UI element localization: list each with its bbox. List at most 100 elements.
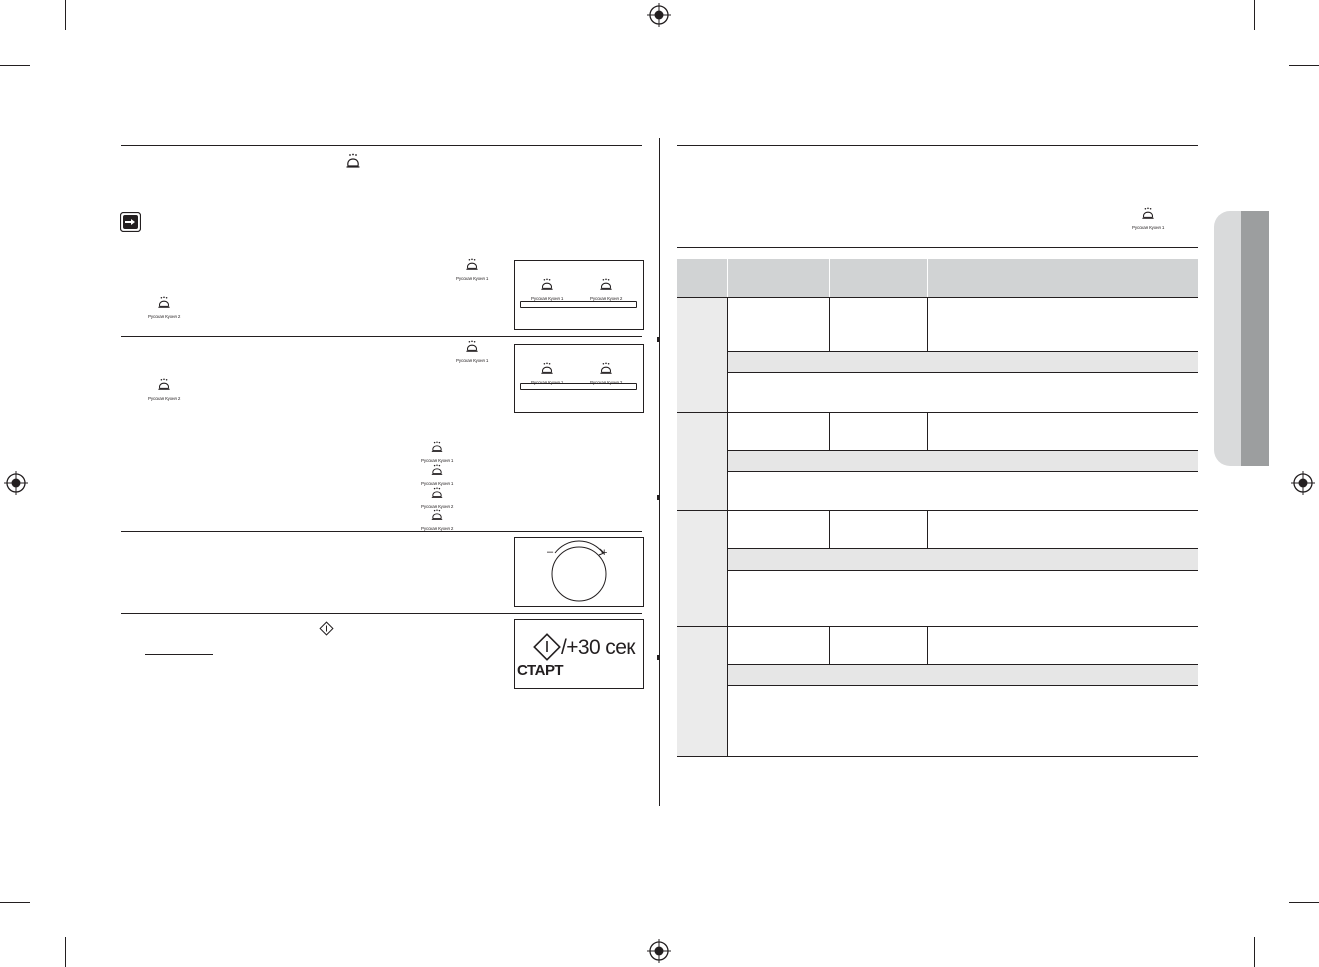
dial-figure: – +	[514, 537, 644, 607]
divider-tick	[657, 495, 660, 500]
panel-label: Русская Кухня 1	[531, 296, 564, 301]
section-rule	[677, 247, 1198, 248]
dish-steam-icon	[431, 509, 443, 520]
underline-rule	[145, 654, 213, 655]
registration-mark-icon	[647, 939, 671, 963]
col-rule	[829, 412, 830, 450]
start-button-figure: /+30 сек СТАРТ	[514, 619, 644, 689]
inline-button-russian-1: Русская Кухня 1	[456, 340, 488, 363]
dish-steam-icon	[466, 258, 478, 270]
crop-mark-bottom-left-h	[0, 902, 30, 903]
dish-steam-icon	[431, 487, 443, 498]
col-rule	[727, 412, 728, 511]
section-rule	[121, 613, 642, 614]
dish-steam-icon	[431, 441, 443, 452]
time-label: /+30 сек	[561, 636, 635, 659]
crop-mark-top-right-v	[1254, 0, 1255, 30]
control-panel-figure-1: Русская Кухня 1 Русская Кухня 2	[514, 260, 644, 330]
section-tab-dark	[1241, 211, 1269, 466]
dish-steam-icon	[466, 340, 478, 352]
section-rule	[121, 336, 642, 337]
panel-button-russian-2: Русская Кухня 2	[590, 362, 622, 385]
inline-button-russian-1: Русская Кухня 1	[1132, 207, 1164, 230]
divider-tick	[657, 655, 660, 660]
col-rule	[829, 626, 830, 664]
section-rule	[677, 145, 1198, 146]
crop-mark-top-left-h	[0, 65, 30, 66]
header-divider	[927, 259, 928, 297]
button-label: Русская Кухня 1	[421, 458, 454, 463]
crop-mark-top-right-h	[1289, 65, 1319, 66]
start-label: СТАРТ	[517, 662, 563, 679]
dial-knob-icon	[551, 540, 607, 602]
header-divider	[829, 259, 830, 297]
table-band-row	[728, 548, 1198, 571]
dish-steam-icon	[1142, 207, 1154, 219]
table-band-row	[728, 351, 1198, 373]
dish-steam-icon	[158, 378, 170, 390]
dish-steam-icon	[346, 153, 360, 168]
button-label: Русская Кухня 2	[421, 526, 454, 531]
inline-button-russian-2: Русская Кухня 2	[148, 296, 180, 319]
header-divider	[727, 259, 728, 297]
panel-display-slot	[520, 383, 637, 390]
panel-button-russian-2: Русская Кухня 2	[590, 278, 622, 301]
inline-button-russian-2: Русская Кухня 2	[421, 508, 453, 531]
dish-steam-icon	[541, 362, 553, 374]
start-diamond-icon	[533, 633, 561, 661]
button-label: Русская Кухня 1	[456, 358, 489, 363]
table-bottom-rule	[677, 756, 1198, 757]
button-label: Русская Кухня 1	[456, 276, 489, 281]
dish-steam-icon	[541, 278, 553, 290]
panel-display-slot	[520, 301, 637, 308]
control-panel-figure-2: Русская Кухня 1 Русская Кухня 2	[514, 344, 644, 413]
panel-label: Русская Кухня 2	[590, 296, 623, 301]
panel-label: Русская Кухня 1	[531, 380, 564, 385]
start-diamond-icon	[319, 621, 334, 636]
crop-mark-bottom-right-h	[1289, 902, 1319, 903]
dial-minus: –	[547, 546, 554, 558]
dish-steam-icon	[431, 464, 443, 475]
section-rule	[121, 145, 642, 146]
dish-steam-icon	[158, 296, 170, 308]
registration-mark-icon	[4, 471, 28, 495]
dish-steam-icon	[600, 278, 612, 290]
table-band-row	[728, 664, 1198, 686]
row-rule	[677, 297, 1198, 298]
inline-button-russian-1: Русская Кухня 1	[421, 463, 453, 486]
panel-button-russian-1: Русская Кухня 1	[531, 278, 563, 301]
button-label: Русская Кухня 2	[421, 504, 454, 509]
button-label: Русская Кухня 1	[421, 481, 454, 486]
row-rule	[677, 510, 1198, 511]
button-label: Русская Кухня 2	[148, 396, 181, 401]
row-rule	[677, 412, 1198, 413]
col-rule	[727, 626, 728, 757]
col-rule	[727, 510, 728, 627]
panel-label: Русская Кухня 2	[590, 380, 623, 385]
button-label: Русская Кухня 1	[1132, 225, 1165, 230]
registration-mark-icon	[1291, 471, 1315, 495]
col-rule	[927, 412, 928, 450]
divider-tick	[657, 337, 660, 342]
button-label: Русская Кухня 2	[148, 314, 181, 319]
inline-button-russian-2: Русская Кухня 2	[421, 486, 453, 509]
row-rule	[677, 626, 1198, 627]
dial-plus: +	[601, 547, 608, 559]
col-rule	[927, 297, 928, 351]
table-band-row	[728, 450, 1198, 472]
code-column	[677, 297, 727, 757]
col-rule	[829, 297, 830, 351]
crop-mark-top-left-v	[65, 0, 66, 30]
inline-button-russian-1: Русская Кухня 1	[456, 258, 488, 281]
crop-mark-bottom-right-v	[1254, 937, 1255, 967]
dish-steam-icon	[600, 362, 612, 374]
col-rule	[727, 297, 728, 413]
table-header-row	[677, 259, 1198, 297]
crop-mark-bottom-left-v	[65, 937, 66, 967]
col-rule	[829, 510, 830, 548]
inline-button-russian-1: Русская Кухня 1	[421, 440, 453, 463]
col-rule	[927, 626, 928, 664]
col-rule	[927, 510, 928, 548]
note-hand-icon	[120, 212, 141, 232]
section-rule	[121, 531, 642, 532]
